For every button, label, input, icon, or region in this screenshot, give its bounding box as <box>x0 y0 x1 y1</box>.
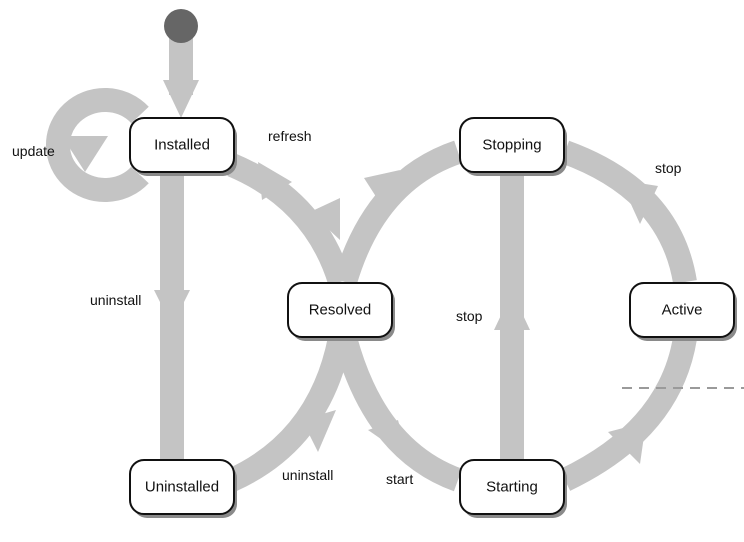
state-resolved: Resolved <box>287 282 395 341</box>
arrowhead-uninstall-arc <box>302 410 336 452</box>
arrowhead-refresh-down <box>310 198 340 240</box>
arrowhead-uninstall-vertical <box>154 290 190 326</box>
arrowheads <box>62 80 658 464</box>
starting-to-active-arc <box>559 335 697 491</box>
label-refresh: refresh <box>268 128 312 144</box>
uninstall-arc <box>226 335 352 491</box>
arrowhead-update <box>62 136 108 172</box>
arrowhead-refresh-up <box>258 162 292 200</box>
state-label: Stopping <box>482 137 541 154</box>
state-uninstalled: Uninstalled <box>129 459 237 518</box>
state-label: Starting <box>486 479 538 496</box>
arrowhead-starting-active <box>608 422 646 464</box>
update-loop <box>45 88 149 202</box>
state-label: Installed <box>154 137 210 154</box>
stopping-to-resolved-arc <box>333 140 463 286</box>
label-update: update <box>12 143 55 159</box>
arrowhead-start <box>368 420 408 458</box>
initial-state-dot <box>164 9 198 43</box>
arrowhead-stop-right <box>620 180 658 224</box>
label-uninstall-left: uninstall <box>90 292 141 308</box>
start-arc <box>333 334 463 492</box>
state-active: Active <box>629 282 737 341</box>
label-stop-middle: stop <box>456 308 483 324</box>
label-uninstall-bottom: uninstall <box>282 467 333 483</box>
state-label: Active <box>662 302 703 319</box>
arrowhead-initial <box>163 80 199 118</box>
state-installed: Installed <box>129 117 237 176</box>
state-starting: Starting <box>459 459 567 518</box>
transition-arrows <box>45 35 697 492</box>
label-start: start <box>386 471 413 487</box>
state-label: Resolved <box>309 302 372 319</box>
state-stopping: Stopping <box>459 117 567 176</box>
label-stop-right: stop <box>655 160 682 176</box>
arrowhead-stopping-resolved <box>364 170 400 206</box>
arrowhead-stop-vertical <box>494 292 530 330</box>
refresh-arc <box>227 153 352 286</box>
state-label: Uninstalled <box>145 479 219 496</box>
